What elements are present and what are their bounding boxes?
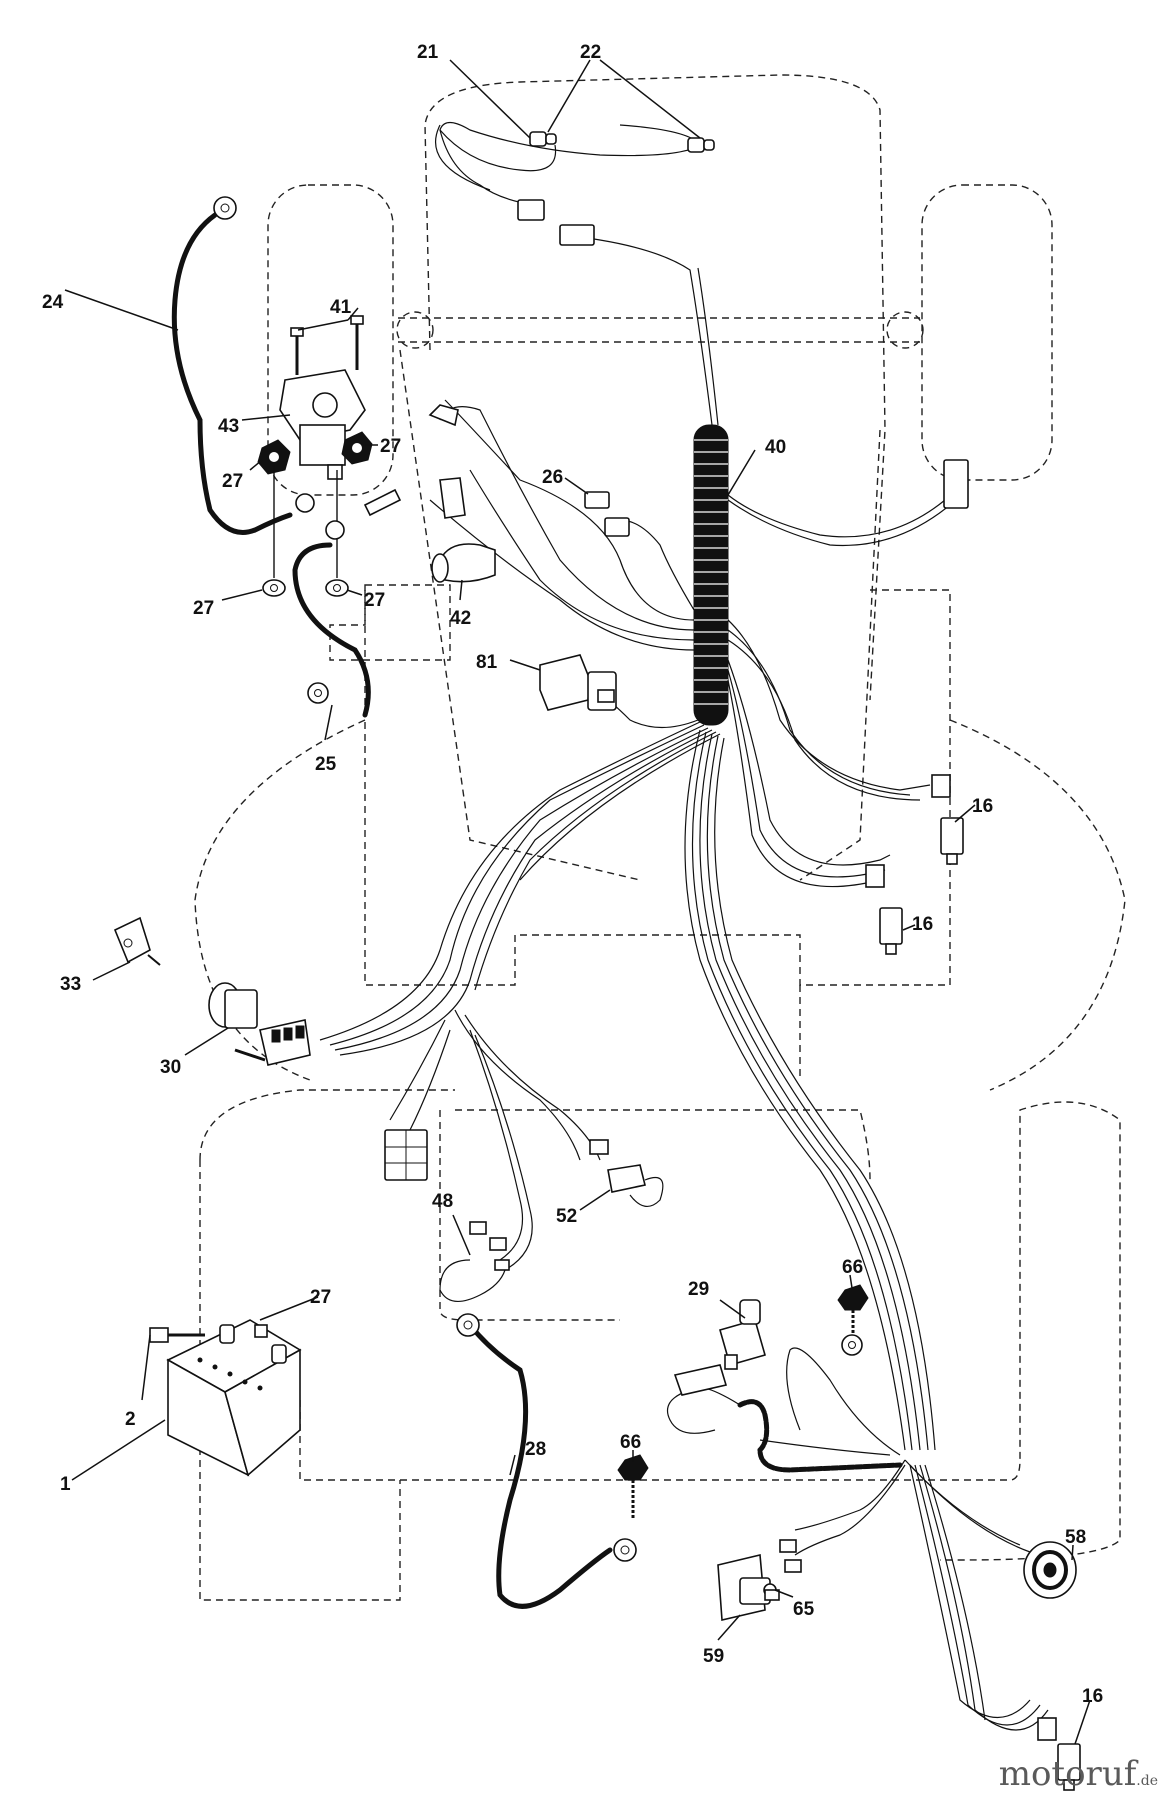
- solenoid-assembly: [257, 315, 402, 597]
- screw-66b: [837, 1284, 869, 1356]
- connector-block: [384, 1129, 428, 1181]
- label-66-upper: 66: [842, 1257, 863, 1278]
- label-81: 81: [476, 652, 498, 673]
- label-25: 25: [315, 754, 337, 775]
- watermark: motoruf.de: [999, 1754, 1158, 1794]
- terminals-48: [439, 1221, 510, 1302]
- label-27-battery: 27: [310, 1287, 331, 1308]
- screw-66a: [617, 1454, 649, 1520]
- switch-59: [717, 1539, 802, 1621]
- label-2: 2: [125, 1409, 136, 1430]
- wire-harness: [319, 121, 1049, 1731]
- label-22: 22: [580, 42, 601, 63]
- label-16-middle: 16: [912, 914, 933, 935]
- sensor-58: [1023, 1541, 1077, 1599]
- label-21: 21: [417, 42, 439, 63]
- ring-terminal-25: [307, 682, 329, 704]
- label-27-nut-left: 27: [222, 471, 243, 492]
- label-16-upper: 16: [972, 796, 993, 817]
- connector-52: [589, 1139, 664, 1207]
- cables: [171, 212, 613, 1609]
- ignition-switch: [208, 982, 311, 1066]
- relay: [539, 654, 617, 711]
- label-30: 30: [160, 1057, 181, 1078]
- label-66-lower: 66: [620, 1432, 641, 1453]
- label-26: 26: [542, 467, 563, 488]
- leader-lines: [64, 59, 1091, 1745]
- headlight-bulb-left: [529, 131, 557, 147]
- label-27-nut-right: 27: [380, 436, 401, 457]
- terminal-boot: [428, 404, 496, 583]
- plunger-switch-16c: [1037, 1717, 1081, 1791]
- switch-29: [719, 1299, 766, 1370]
- ignition-key: [113, 916, 161, 966]
- label-58: 58: [1065, 1527, 1086, 1548]
- label-52: 52: [556, 1206, 577, 1227]
- label-27-lower-left: 27: [193, 598, 214, 619]
- fuse-holder: [584, 491, 630, 537]
- watermark-text: motoruf: [998, 1754, 1137, 1794]
- label-65: 65: [793, 1599, 815, 1620]
- label-43: 43: [218, 416, 239, 437]
- label-33: 33: [60, 974, 81, 995]
- harness-connector-rear: [673, 1364, 728, 1396]
- label-24: 24: [42, 292, 64, 313]
- label-1: 1: [60, 1474, 71, 1495]
- battery: [149, 1319, 302, 1477]
- ring-terminal-28: [456, 1313, 637, 1562]
- coiled-wire: [666, 1386, 903, 1473]
- front-right-connector: [943, 459, 969, 509]
- label-27-lower-right: 27: [364, 590, 385, 611]
- label-42: 42: [450, 608, 471, 629]
- label-29: 29: [688, 1279, 709, 1300]
- label-59: 59: [703, 1646, 724, 1667]
- ring-terminal-24: [213, 196, 237, 220]
- tractor-outline: [194, 74, 1126, 1601]
- plunger-switch-16a: [931, 774, 964, 865]
- harness-sleeve: [693, 424, 729, 726]
- label-16-lower: 16: [1082, 1686, 1103, 1707]
- plunger-switch-16b: [865, 864, 903, 955]
- label-48: 48: [432, 1191, 453, 1212]
- label-41: 41: [330, 297, 352, 318]
- part-labels: 1 2 27 24 41 43 27 27 27 27 25 21 22 40 …: [42, 42, 1103, 1707]
- watermark-tld: .de: [1136, 1773, 1158, 1789]
- headlight-bulb-right: [687, 137, 715, 153]
- harness-connector-front: [517, 199, 595, 246]
- label-28: 28: [525, 1439, 546, 1460]
- label-40: 40: [765, 437, 786, 458]
